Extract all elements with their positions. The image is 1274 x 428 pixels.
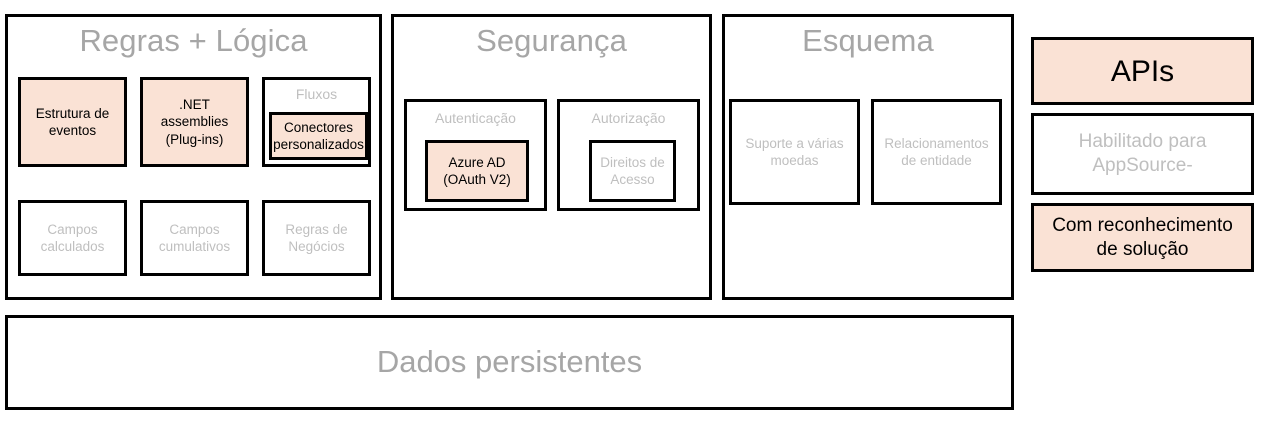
item-estrutura-de-eventos[interactable]: Estrutura de eventos: [18, 77, 127, 167]
item-autorizacao[interactable]: Autorização Direitos de Acesso: [557, 99, 700, 211]
item-conectores-personalizados[interactable]: Conectores personalizados: [269, 112, 368, 160]
item-regras-de-negocios[interactable]: Regras de Negócios: [262, 200, 371, 276]
item-label: Conectores personalizados: [273, 119, 364, 152]
item-fluxos[interactable]: Fluxos Conectores personalizados: [262, 77, 371, 167]
item-label: .NET assemblies (Plug-ins): [160, 97, 229, 147]
side-box-label: APIs: [1110, 54, 1175, 88]
item-label: Campos calculados: [40, 221, 105, 254]
item-label: Fluxos: [295, 86, 338, 102]
item-campos-calculados[interactable]: Campos calculados: [18, 200, 127, 276]
item-direitos-de-acesso[interactable]: Direitos de Acesso: [589, 140, 676, 202]
item-label: Autorização: [591, 110, 666, 126]
panel-dados-persistentes: Dados persistentes: [5, 315, 1014, 410]
item-suporte-a-varias-moedas[interactable]: Suporte a várias moedas: [729, 99, 860, 205]
item-autenticacao[interactable]: Autenticação Azure AD (OAuth V2): [404, 99, 547, 211]
side-box-apis[interactable]: APIs: [1031, 37, 1254, 105]
item-label: Azure AD (OAuth V2): [443, 154, 511, 187]
panel-title-regras-logica: Regras + Lógica: [79, 23, 308, 58]
item-campos-cumulativos[interactable]: Campos cumulativos: [140, 200, 249, 276]
item-label: Autenticação: [435, 110, 516, 126]
item-label: Direitos de Acesso: [600, 154, 665, 187]
item-label: Campos cumulativos: [158, 221, 231, 254]
item-relacionamentos-de-entidade[interactable]: Relacionamentos de entidade: [871, 99, 1002, 205]
item-net-assemblies[interactable]: .NET assemblies (Plug-ins): [140, 77, 249, 167]
side-box-habilitado-para-appsource[interactable]: Habilitado para AppSource-: [1031, 113, 1254, 195]
side-box-label: Com reconhecimento de solução: [1052, 214, 1233, 260]
panel-title-dados-persistentes: Dados persistentes: [376, 344, 643, 380]
side-box-label: Habilitado para AppSource-: [1078, 131, 1207, 176]
panel-title-seguranca: Segurança: [476, 23, 627, 58]
item-label: Estrutura de eventos: [35, 105, 110, 138]
panel-title-esquema: Esquema: [802, 23, 934, 58]
item-label: Relacionamentos de entidade: [884, 135, 989, 168]
item-azure-ad-oauth-v2[interactable]: Azure AD (OAuth V2): [425, 140, 529, 202]
side-box-com-reconhecimento-de-solucao[interactable]: Com reconhecimento de solução: [1031, 203, 1254, 272]
item-label: Suporte a várias moedas: [745, 135, 844, 168]
item-label: Regras de Negócios: [285, 221, 348, 254]
